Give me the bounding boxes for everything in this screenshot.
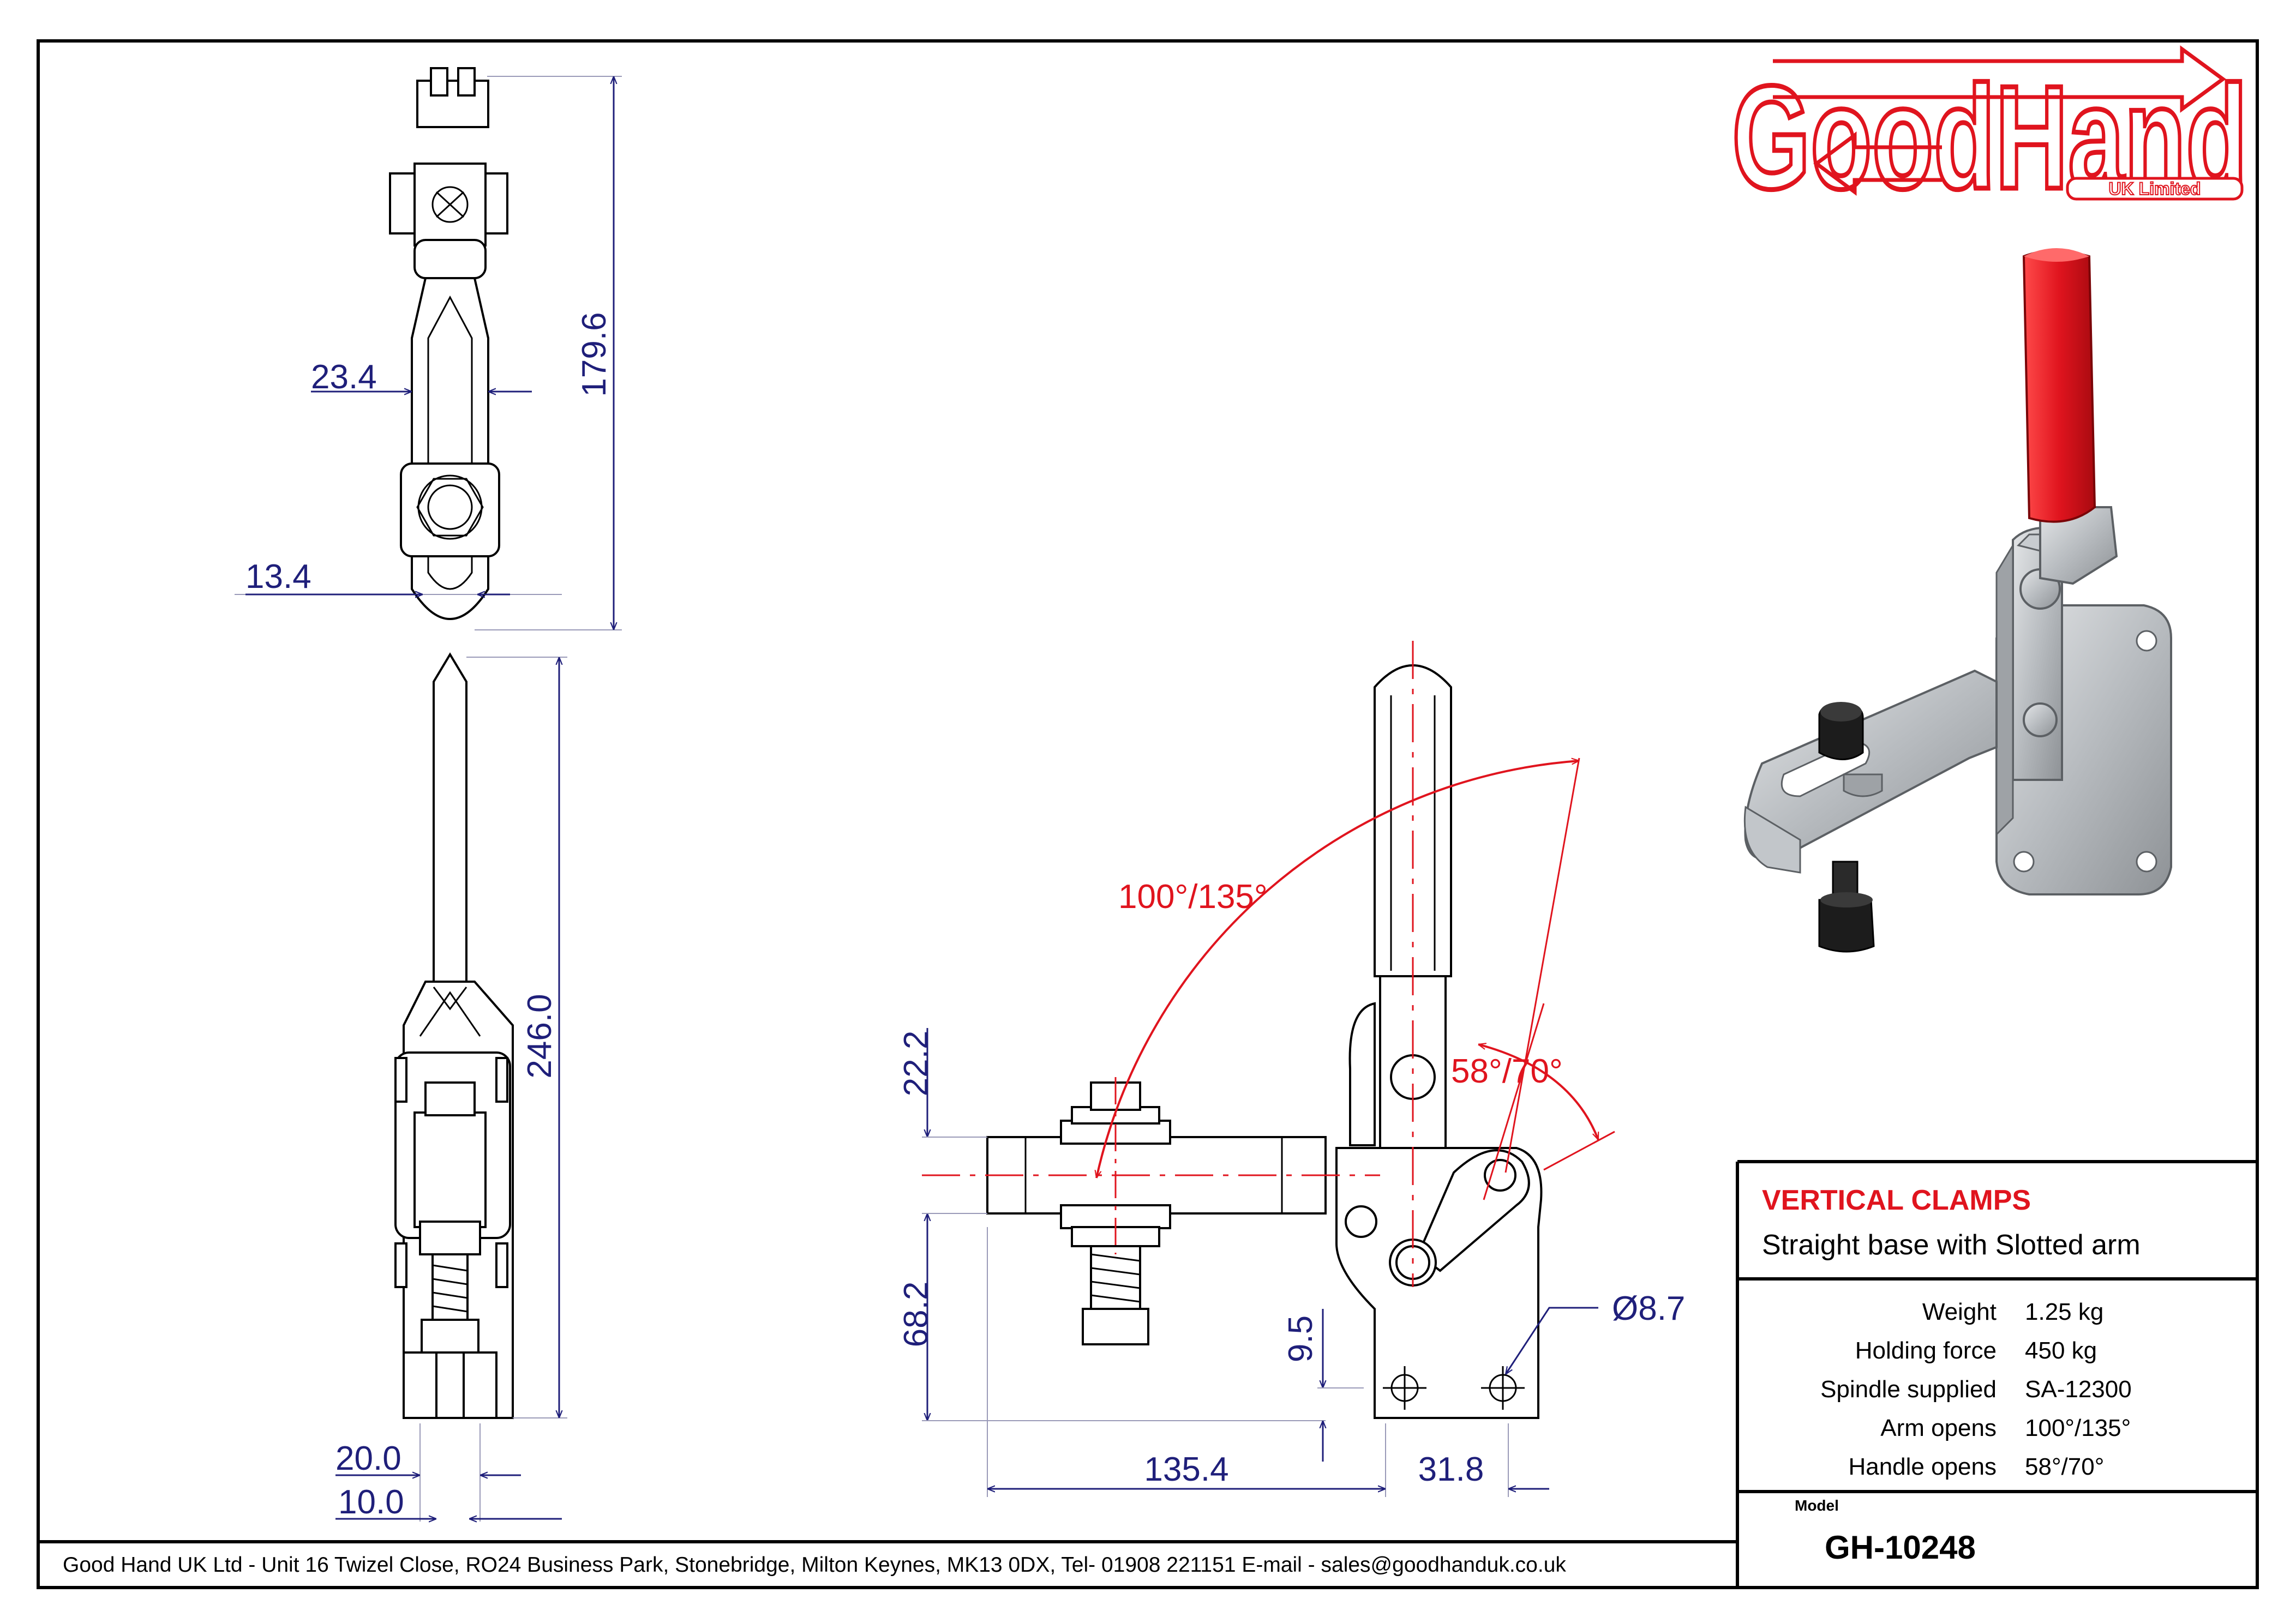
model-label: Model — [1795, 1497, 1839, 1514]
dim-length-side: 246.0 — [521, 994, 559, 1078]
logo-subtext: UK Limited — [2109, 179, 2201, 199]
spec-table: Weight 1.25 kg Holding force 450 kg Spin… — [1820, 1299, 2132, 1480]
angle-handle-label: 58°/70° — [1451, 1053, 1563, 1090]
dim-reach: 135.4 — [1144, 1451, 1228, 1488]
dim-base-offset: 9.5 — [1282, 1315, 1320, 1362]
spec-label: Holding force — [1855, 1337, 1997, 1364]
dim-bottom-width-b: 10.0 — [338, 1483, 404, 1521]
dim-base-height: 68.2 — [897, 1282, 935, 1348]
dim-small-top: 13.4 — [245, 558, 311, 596]
spec-value: 450 kg — [2025, 1337, 2097, 1364]
clamp-product-render — [1743, 248, 2172, 953]
spec-label: Spindle supplied — [1820, 1376, 1997, 1403]
footer-address: Good Hand UK Ltd - Unit 16 Twizel Close,… — [63, 1553, 1566, 1577]
dim-arm-height: 22.2 — [897, 1031, 935, 1097]
dim-bottom-width-a: 20.0 — [335, 1440, 401, 1477]
side-view-drawing — [394, 652, 567, 1522]
angle-arcs — [1096, 758, 1615, 1200]
angle-arm-label: 100°/135° — [1118, 878, 1268, 916]
spec-label: Weight — [1922, 1299, 1997, 1325]
spec-value: 58°/70° — [2025, 1453, 2104, 1480]
front-view-drawing — [922, 641, 1543, 1419]
spec-value: 1.25 kg — [2025, 1299, 2103, 1325]
dim-height-top: 179.6 — [576, 312, 613, 396]
sheet-border — [37, 39, 2259, 1589]
top-view-drawing — [235, 67, 622, 630]
title-description: Straight base with Slotted arm — [1762, 1229, 2141, 1261]
spec-label: Arm opens — [1880, 1415, 1997, 1441]
dim-hole-diameter: Ø8.7 — [1612, 1290, 1685, 1327]
spec-value: 100°/135° — [2025, 1415, 2131, 1441]
spec-value: SA-12300 — [2025, 1376, 2132, 1403]
dim-base-width: 31.8 — [1418, 1451, 1484, 1488]
spec-label: Handle opens — [1848, 1453, 1997, 1480]
title-category: VERTICAL CLAMPS — [1762, 1185, 2031, 1216]
model-number: GH-10248 — [1825, 1529, 1976, 1566]
goodhand-logo: GoodHand UK Limited — [1730, 45, 2250, 223]
dim-width-top: 23.4 — [311, 358, 377, 396]
title-block — [1736, 1160, 2257, 1588]
